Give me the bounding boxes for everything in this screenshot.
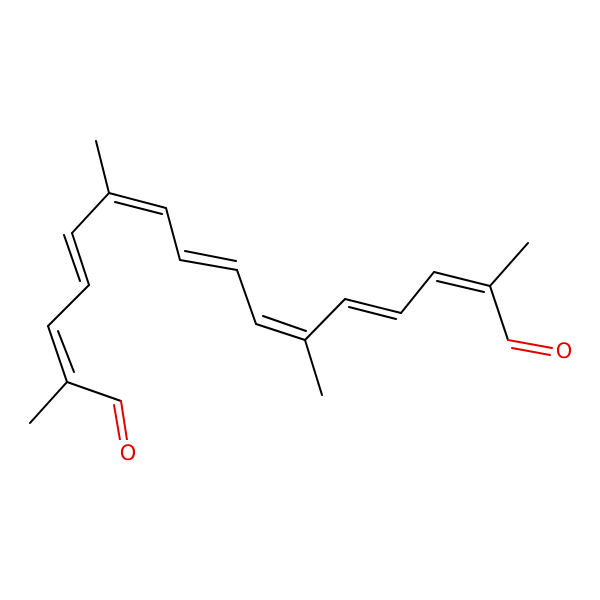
atom-labels: O O xyxy=(118,338,575,465)
bond-c2-c3-second xyxy=(57,330,75,373)
bond-methyl-right xyxy=(489,242,529,287)
bond-c12-c13 xyxy=(344,298,402,314)
atom-o-left: O xyxy=(120,441,137,465)
atom-o-left-backdrop xyxy=(118,440,138,464)
bond-skeleton xyxy=(29,140,553,441)
bond-methyl-left xyxy=(29,381,68,424)
bond-c9-c10 xyxy=(236,269,257,325)
bond-c10-c11 xyxy=(255,323,306,341)
bond-c10-c11-second xyxy=(262,315,307,332)
bond-c6-c7 xyxy=(108,192,167,209)
atom-o-right: O xyxy=(556,339,573,363)
bond-c13-c14 xyxy=(400,271,435,314)
bond-c16-o-right-second xyxy=(511,347,551,356)
bond-c14-c15 xyxy=(433,271,491,287)
bond-c3-c4 xyxy=(47,284,90,327)
bond-c5-c6 xyxy=(71,192,110,234)
bond-methyl-top xyxy=(95,140,110,194)
bond-methyl-bottom xyxy=(304,339,323,396)
bond-c1-o-left-second xyxy=(113,404,121,441)
bond-c15-c16 xyxy=(489,285,509,341)
atom-o-right-backdrop xyxy=(553,338,575,362)
bond-c14-c15-second xyxy=(436,280,485,293)
bond-c16-o-right xyxy=(507,339,553,349)
bond-c11-c12 xyxy=(304,298,346,341)
bond-c1-c2 xyxy=(66,381,122,402)
bond-c8-c9-second xyxy=(184,250,237,262)
bond-c6-c7-second xyxy=(114,201,163,215)
bond-c2-c3 xyxy=(47,325,68,383)
bond-c4-c5 xyxy=(71,232,90,286)
bond-c4-c5-second xyxy=(63,234,81,282)
bond-c12-c13-second xyxy=(348,306,397,320)
bond-c8-c9 xyxy=(179,259,238,271)
bond-c1-o-left xyxy=(120,400,128,441)
bond-c7-c8 xyxy=(165,207,181,261)
